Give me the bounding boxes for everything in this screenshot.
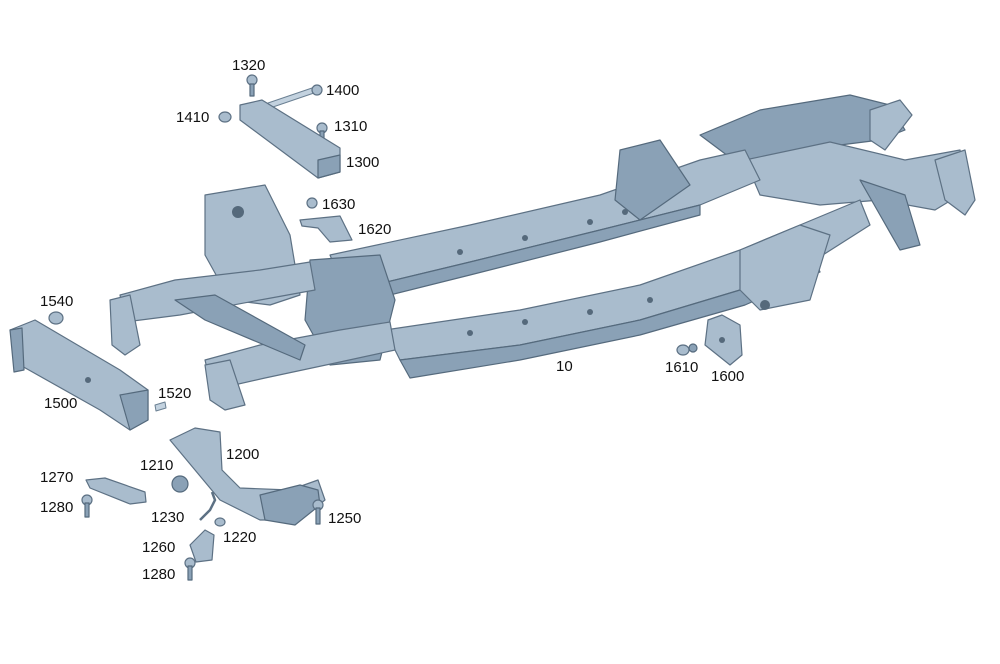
part-label-1520: 1520 (158, 385, 192, 402)
part-label-1410: 1410 (176, 109, 210, 126)
bolt-1310 (316, 122, 328, 140)
bracket-1600 (704, 314, 743, 366)
part-label-1260: 1260 (142, 539, 176, 556)
wire-clip-1230 (199, 491, 217, 521)
nut-1540 (48, 311, 64, 325)
part-label-1200: 1200 (226, 446, 260, 463)
nut-1410 (218, 111, 232, 123)
part-label-1600: 1600 (711, 368, 745, 385)
bracket-1270 (85, 477, 147, 505)
part-label-1230: 1230 (151, 509, 185, 526)
part-label-1620: 1620 (358, 221, 392, 238)
part-label-1310: 1310 (334, 118, 368, 135)
long-bolt-1400 (267, 84, 323, 109)
part-label-1630: 1630 (322, 196, 356, 213)
front-crossmember-1500 (9, 319, 149, 431)
nut-1220 (214, 517, 226, 527)
bolt-1280-top (81, 494, 93, 518)
part-label-1220: 1220 (223, 529, 257, 546)
nut-1610 (676, 343, 698, 356)
plug-1210 (171, 475, 189, 493)
part-label-1270: 1270 (40, 469, 74, 486)
part-label-1280-top: 1280 (40, 499, 74, 516)
part-label-1280-bottom: 1280 (142, 566, 176, 583)
part-label-1320: 1320 (232, 57, 266, 74)
bracket-1260 (189, 529, 215, 563)
bolt-1250 (312, 499, 324, 525)
chassis-frame-10 (109, 94, 976, 411)
part-label-1210: 1210 (140, 457, 174, 474)
part-label-1500: 1500 (44, 395, 78, 412)
part-label-1300: 1300 (346, 154, 380, 171)
part-label-1250: 1250 (328, 510, 362, 527)
part-label-1540: 1540 (40, 293, 74, 310)
part-label-10: 10 (556, 358, 573, 375)
bolt-1520 (154, 401, 167, 412)
skid-bracket-1200 (169, 427, 326, 526)
bolt-1630 (306, 197, 318, 209)
part-label-1610: 1610 (665, 359, 699, 376)
crossmember-1300 (239, 99, 341, 179)
bolt-1280-bottom (184, 557, 196, 581)
part-label-1400: 1400 (326, 82, 360, 99)
bolt-1320 (246, 74, 258, 97)
bracket-1620 (299, 215, 353, 243)
